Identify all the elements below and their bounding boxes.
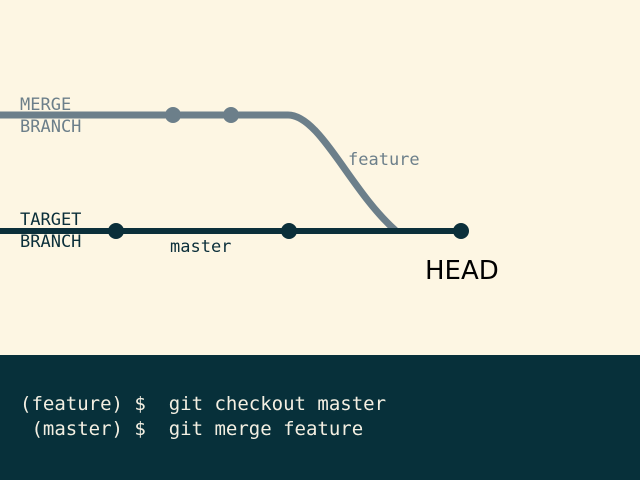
merge-branch-label-line-1: MERGE (20, 95, 72, 115)
feature-branch-name: feature (348, 150, 420, 170)
master-commit-1 (108, 223, 124, 239)
target-branch-label-line-2: BRANCH (20, 232, 82, 252)
merge-branch-label: MERGE BRANCH (20, 94, 81, 138)
head-commit (453, 223, 469, 239)
feature-commit-1 (165, 107, 181, 123)
terminal-panel (0, 355, 640, 480)
feature-branch-line (0, 111, 399, 234)
head-label: HEAD (425, 256, 499, 286)
feature-commit-2 (223, 107, 239, 123)
target-branch-label: TARGET BRANCH (20, 209, 81, 253)
target-branch-label-line-1: TARGET (20, 210, 82, 230)
git-branch-diagram: MERGE BRANCH TARGET BRANCH feature maste… (0, 94, 499, 286)
merge-branch-label-line-2: BRANCH (20, 117, 82, 137)
branch-graph (0, 107, 469, 239)
master-branch-name: master (170, 237, 232, 257)
terminal-command-2: (master) $ git merge feature (20, 418, 364, 440)
master-commit-2 (281, 223, 297, 239)
terminal-command-1: (feature) $ git checkout master (20, 393, 387, 415)
